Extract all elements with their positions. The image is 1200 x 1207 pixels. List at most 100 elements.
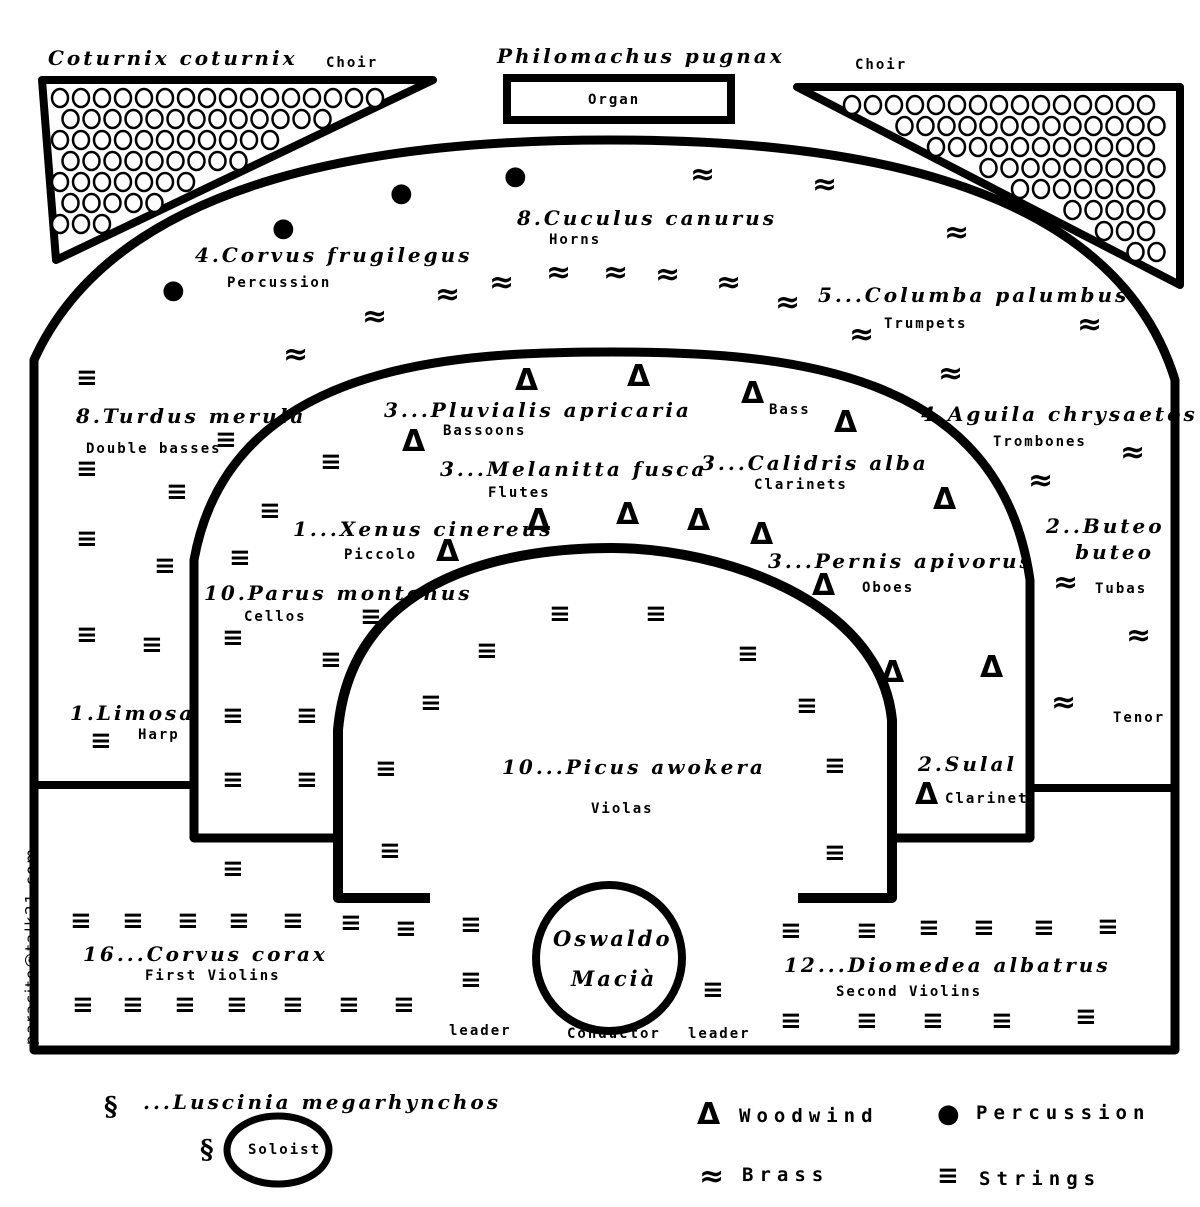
- trumpets-species: 5...Columba palumbus: [818, 283, 1130, 307]
- violas-label: Violas: [591, 801, 654, 817]
- choir-singer: [124, 150, 143, 172]
- choir-singer: [229, 150, 248, 172]
- clarinet-label: Clarinet: [945, 791, 1029, 807]
- strings-icon: ≡: [476, 636, 498, 666]
- soloist-species: ...Luscinia megarhynchos: [143, 1090, 501, 1114]
- choir-singer: [1042, 157, 1061, 179]
- choir-singer: [1073, 178, 1093, 200]
- woodwind-icon: Δ: [515, 363, 539, 398]
- choir-singer: [1126, 157, 1145, 179]
- choir-singer: [218, 87, 238, 109]
- choir-singer: [863, 94, 883, 116]
- choir-singer: [1094, 220, 1114, 242]
- brass-icon: ≈: [603, 255, 629, 290]
- brass-icon: ≈: [1077, 307, 1103, 342]
- choir-singer: [239, 129, 259, 151]
- left-choir-singers: [50, 87, 385, 235]
- choir-singer: [1105, 199, 1124, 221]
- choir-singer: [1042, 115, 1061, 137]
- choir-singer: [1147, 241, 1166, 263]
- strings-icon: ≡: [856, 1006, 878, 1036]
- strings-icon: ≡: [177, 906, 199, 936]
- choir-singer: [842, 94, 862, 116]
- soloist-icon: §: [200, 1135, 214, 1165]
- strings-icon: ≡: [379, 836, 401, 866]
- strings-icon: ≡: [780, 1006, 802, 1036]
- strings-icon: ≡: [282, 906, 304, 936]
- woodwind-icon: Δ: [436, 534, 460, 569]
- tubas-species: 2..Buteo buteo: [1046, 514, 1165, 564]
- choir-singer: [145, 108, 164, 130]
- inner-arch: [333, 543, 897, 903]
- strings-icon: ≡: [420, 688, 442, 718]
- piccolo-species: 1...Xenus cinereus: [293, 517, 554, 541]
- horns-species: 8.Cuculus canurus: [517, 206, 777, 230]
- choir-singer: [166, 150, 185, 172]
- choir-singer: [71, 213, 91, 235]
- choir-singer: [103, 150, 122, 172]
- choir-singer: [176, 129, 196, 151]
- tenor-label: Tenor: [1113, 710, 1166, 726]
- choir-singer: [61, 108, 80, 130]
- brass-icon: ≈: [849, 317, 875, 352]
- choir-singer: [50, 129, 70, 151]
- choir-singer: [187, 150, 206, 172]
- strings-icon: ≡: [76, 524, 98, 554]
- choir-singer: [134, 129, 154, 151]
- side-email-text: parasite@talk21.com: [22, 847, 40, 1045]
- strings-icon: ≡: [154, 551, 176, 581]
- strings-icon: ≡: [737, 639, 759, 669]
- conductor-podium: [532, 881, 686, 1035]
- choir-singer: [113, 87, 133, 109]
- choir-singer: [92, 87, 112, 109]
- choir-singer: [1094, 94, 1114, 116]
- choir-singer: [1010, 94, 1030, 116]
- choir-singer: [124, 108, 143, 130]
- outer-stage-outline: [29, 135, 1180, 1055]
- strings-icon: ≡: [222, 623, 244, 653]
- choir-singer: [208, 108, 227, 130]
- choir-singer: [1052, 94, 1072, 116]
- choir-singer: [1115, 136, 1135, 158]
- strings-icon: ≡: [340, 908, 362, 938]
- strings-icon: ≡: [460, 965, 482, 995]
- choir-singer: [145, 192, 164, 214]
- strings-icon: ≡: [320, 645, 342, 675]
- bassoons-species: 3...Pluvialis apricaria: [384, 398, 692, 422]
- choir-singer: [1136, 136, 1156, 158]
- organ-box: [503, 74, 735, 124]
- oboes-species: 3...Pernis apivorus: [768, 549, 1034, 573]
- woodwind-icon: Δ: [697, 1097, 721, 1132]
- organ-label: Organ: [588, 92, 641, 108]
- choir-singer: [1147, 115, 1166, 137]
- choir-singer: [271, 108, 290, 130]
- legend-percussion-label: Percussion: [976, 1102, 1151, 1124]
- oboes-label: Oboes: [862, 580, 915, 596]
- strings-icon: ≡: [222, 765, 244, 795]
- choir-singer: [1105, 115, 1124, 137]
- strings-icon: ≡: [796, 691, 818, 721]
- brass-icon: ≈: [489, 265, 515, 300]
- second-violins-species: 12...Diomedea albatrus: [784, 953, 1111, 977]
- strings-icon: ≡: [282, 990, 304, 1020]
- choir-singer: [947, 136, 967, 158]
- double-basses-label: Double basses: [86, 441, 222, 457]
- choir-singer: [1147, 157, 1166, 179]
- strings-icon: ≡: [991, 1006, 1013, 1036]
- choir-singer: [187, 108, 206, 130]
- choir-singer: [229, 108, 248, 130]
- choir-singer: [1136, 178, 1156, 200]
- strings-icon: ≡: [222, 854, 244, 884]
- legend-strings-label: Strings: [979, 1168, 1102, 1190]
- choir-singer: [1084, 199, 1103, 221]
- choir-singer: [1052, 178, 1072, 200]
- choir-singer: [197, 129, 217, 151]
- strings-icon: ≡: [824, 838, 846, 868]
- strings-icon: ≡: [72, 990, 94, 1020]
- choir-singer: [1000, 157, 1019, 179]
- right-choir-riser: [793, 83, 1184, 289]
- choir-singer: [92, 213, 112, 235]
- strings-icon: ≡: [824, 751, 846, 781]
- percussion-icon: ●: [162, 275, 185, 305]
- horns-label: Horns: [549, 232, 602, 248]
